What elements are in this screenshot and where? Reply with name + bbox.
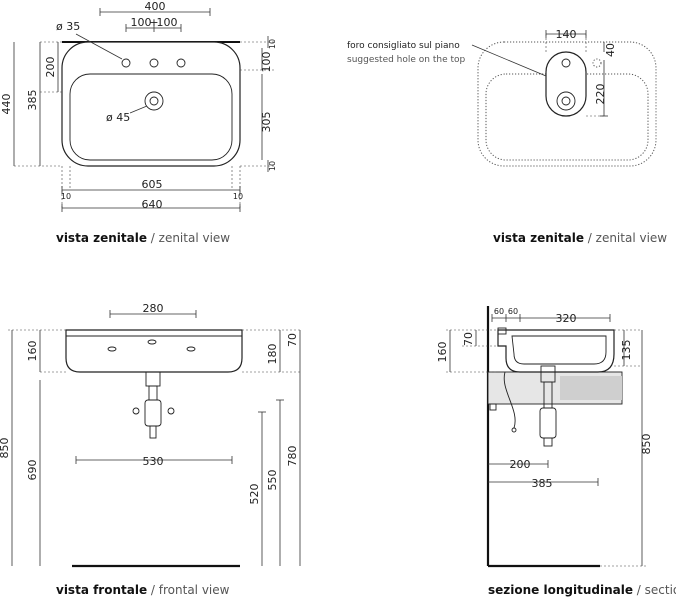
dim-section-320: 320 bbox=[556, 312, 577, 325]
dim-zenital-10-bottom-right: 10 bbox=[233, 192, 243, 201]
dim-zenital-440: 440 bbox=[0, 94, 13, 115]
suggested-hole-slot bbox=[545, 51, 587, 117]
dim-zenital-plus: + bbox=[149, 16, 158, 29]
siphon-pipe bbox=[145, 371, 161, 387]
dim-zenital-200: 200 bbox=[44, 57, 57, 78]
dim-section-135: 135 bbox=[620, 340, 633, 361]
dim-hole-220: 220 bbox=[594, 84, 607, 105]
note-suggested-hole-en: suggested hole on the top bbox=[347, 55, 466, 65]
slot-drain-inner bbox=[561, 96, 571, 106]
drain-outer bbox=[144, 91, 164, 111]
dim-zenital-10-top: 10 bbox=[268, 39, 277, 49]
basin-front-outline bbox=[65, 329, 243, 373]
dim-frontal-850: 850 bbox=[0, 438, 11, 459]
dim-frontal-180: 180 bbox=[266, 344, 279, 365]
dim-zenital-385: 385 bbox=[26, 90, 39, 111]
tap-hole-right bbox=[176, 58, 186, 68]
caption-zenital-view: vista zenitale / zenital view bbox=[56, 231, 230, 245]
dim-hole-140: 140 bbox=[556, 28, 577, 41]
dim-zenital-100-right-vert: 100 bbox=[260, 52, 273, 73]
zenital-view-panel: 400 100 + 100 ø 35 ø 45 200 385 440 10 bbox=[0, 0, 277, 245]
slot-tap-hole bbox=[561, 58, 571, 68]
slot-drain-outer bbox=[556, 91, 576, 111]
dim-section-160: 160 bbox=[436, 342, 449, 363]
dim-zenital-phi45: ø 45 bbox=[106, 111, 130, 124]
dim-frontal-280: 280 bbox=[143, 302, 164, 315]
caption-frontal-view: vista frontale / frontal view bbox=[56, 583, 230, 597]
dim-zenital-305: 305 bbox=[260, 112, 273, 133]
caption-section: sezione longitudinale / section bbox=[488, 583, 676, 597]
dim-frontal-550: 550 bbox=[266, 470, 279, 491]
dim-frontal-160: 160 bbox=[26, 341, 39, 362]
basin-inner-outline bbox=[69, 73, 233, 161]
dim-zenital-10-bottom-left: 10 bbox=[61, 192, 71, 201]
dim-section-70: 70 bbox=[462, 332, 475, 346]
dim-frontal-690: 690 bbox=[26, 460, 39, 481]
siphon-trap bbox=[144, 399, 162, 427]
dim-section-850: 850 bbox=[640, 434, 653, 455]
dim-zenital-phi35: ø 35 bbox=[56, 20, 80, 33]
suggested-hole-panel: foro consigliato sul piano suggested hol… bbox=[347, 28, 667, 245]
dim-frontal-780: 780 bbox=[286, 446, 299, 467]
basin-section-outline bbox=[497, 329, 615, 373]
drain-inner bbox=[149, 96, 159, 106]
tap-hole-center bbox=[149, 58, 159, 68]
dim-section-385: 385 bbox=[532, 477, 553, 490]
dim-frontal-520: 520 bbox=[248, 484, 261, 505]
section-panel: 60 60 320 160 70 135 850 200 385 sezione… bbox=[436, 306, 676, 597]
dim-zenital-100-left: 100 bbox=[131, 16, 152, 29]
dim-section-60-left: 60 bbox=[494, 307, 504, 316]
dim-zenital-100-right: 100 bbox=[157, 16, 178, 29]
dim-zenital-605: 605 bbox=[142, 178, 163, 191]
frontal-view-panel: 280 160 850 690 530 180 70 520 550 780 v… bbox=[0, 302, 301, 597]
dim-frontal-530: 530 bbox=[143, 455, 164, 468]
tap-hole-left bbox=[121, 58, 131, 68]
dim-hole-40: 40 bbox=[604, 43, 617, 57]
dim-zenital-10-bottom: 10 bbox=[268, 161, 277, 171]
basin-dotted-outline bbox=[477, 41, 657, 167]
dim-frontal-70: 70 bbox=[286, 333, 299, 347]
dim-section-200: 200 bbox=[510, 458, 531, 471]
dim-zenital-400: 400 bbox=[145, 0, 166, 13]
dim-section-60-right: 60 bbox=[508, 307, 518, 316]
dim-zenital-640: 640 bbox=[142, 198, 163, 211]
caption-zenital-view-hole: vista zenitale / zenital view bbox=[493, 231, 667, 245]
note-suggested-hole-it: foro consigliato sul piano bbox=[347, 41, 460, 51]
